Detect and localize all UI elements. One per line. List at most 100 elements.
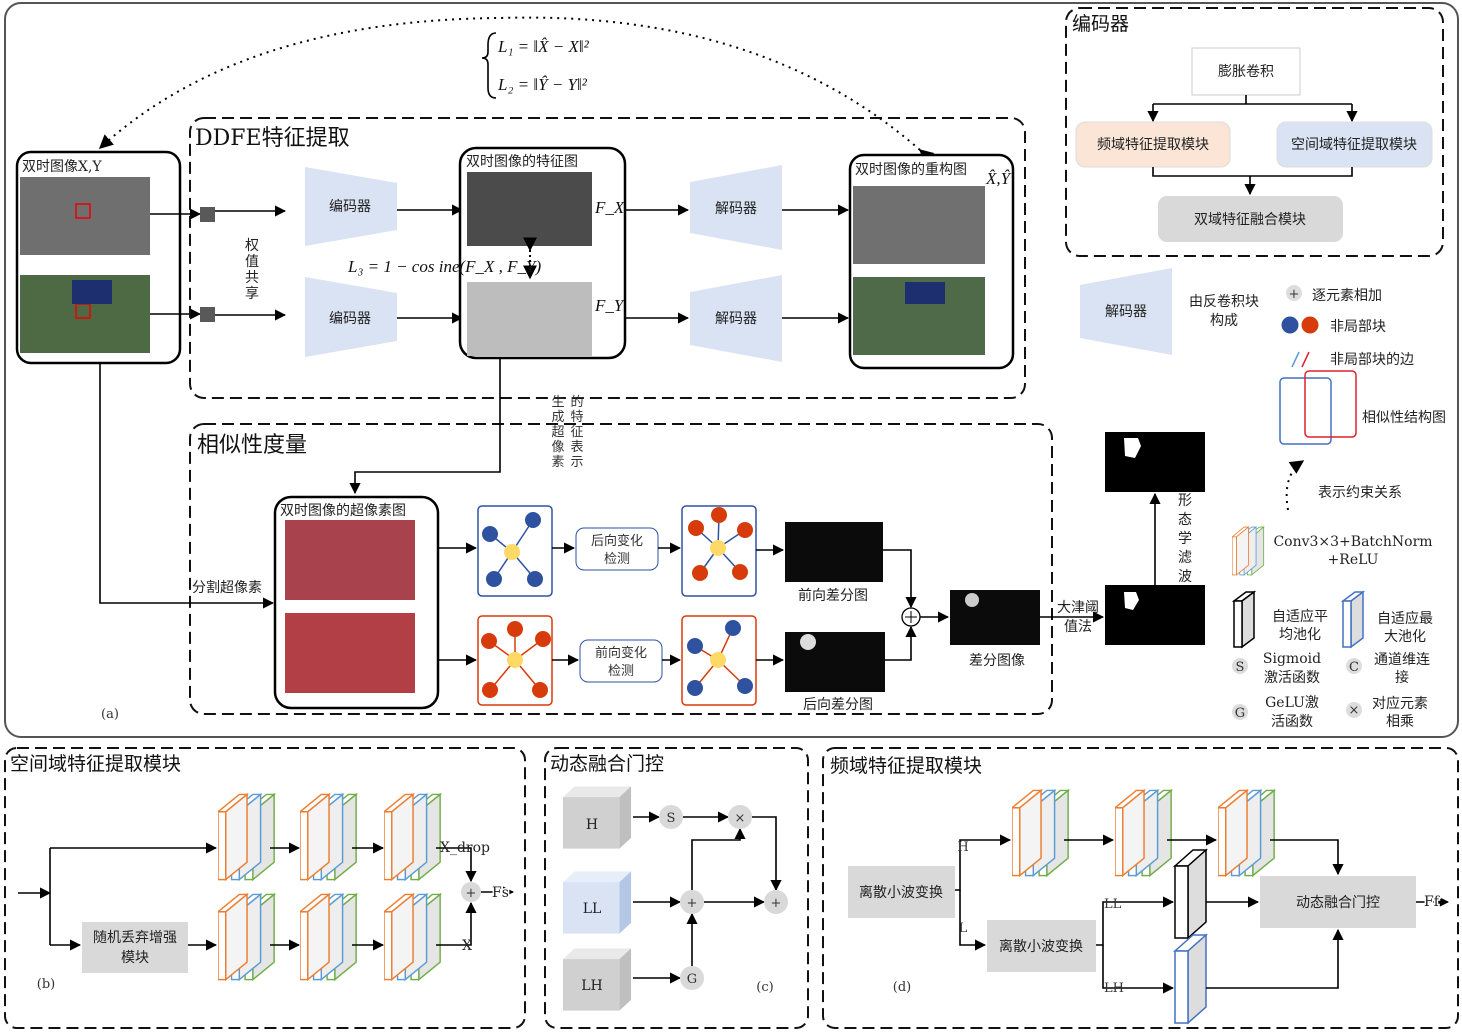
legend: 解码器 由反卷积块 构成 + 逐元素相加 非局部块 非局部块的边 相似性结构图 … bbox=[1080, 268, 1446, 730]
dilated-conv-label: 膨胀卷积 bbox=[1218, 63, 1274, 80]
conv-block-b6 bbox=[384, 893, 441, 981]
dropout-label-2: 模块 bbox=[121, 950, 149, 966]
freq-module-label: 频域特征提取模块 bbox=[1097, 137, 1209, 153]
encoder-detail-title: 编码器 bbox=[1072, 13, 1129, 35]
superpixel-box-title: 双时图像的超像素图 bbox=[280, 503, 406, 519]
svg-text:激活函数: 激活函数 bbox=[1264, 669, 1320, 686]
svg-text:权: 权 bbox=[245, 238, 259, 254]
svg-text:态: 态 bbox=[1178, 512, 1192, 528]
dynamic-fusion-gate-label: 动态融合门控 bbox=[1296, 895, 1380, 911]
backward-diff-image bbox=[785, 632, 885, 692]
decoder-legend-icon bbox=[1080, 268, 1172, 355]
svg-text:对应元素: 对应元素 bbox=[1372, 695, 1428, 712]
conv-block-d3 bbox=[1218, 789, 1275, 877]
dwt-box-2 bbox=[987, 920, 1096, 972]
svg-text:由反卷积块: 由反卷积块 bbox=[1189, 294, 1259, 310]
add-symbol-1: + bbox=[687, 896, 698, 911]
svg-text:波: 波 bbox=[1178, 569, 1192, 585]
superpixel-features-label: 生 成 超 像 素 的 特 征 表 示 bbox=[551, 394, 583, 470]
add-symbol-2: + bbox=[771, 896, 782, 911]
svg-text:Conv3×3+BatchNorm: Conv3×3+BatchNorm bbox=[1273, 534, 1432, 550]
sigmoid-symbol: S bbox=[667, 811, 676, 826]
svg-text:非局部块: 非局部块 bbox=[1330, 319, 1386, 335]
forward-detect-label-2: 检测 bbox=[608, 664, 634, 679]
blue-node-icon bbox=[1281, 316, 1299, 334]
multiply-node bbox=[728, 805, 752, 829]
feature-map-x bbox=[467, 172, 592, 246]
reconstructed-x bbox=[853, 186, 985, 264]
gelu-node bbox=[680, 966, 704, 990]
max-pool-legend-icon bbox=[1340, 590, 1366, 649]
ll-label: LL bbox=[583, 901, 602, 917]
svg-text:共: 共 bbox=[245, 270, 259, 286]
svg-text:相似性结构图: 相似性结构图 bbox=[1362, 410, 1446, 426]
svg-text:GeLU激: GeLU激 bbox=[1265, 694, 1319, 711]
encoder-x-label: 编码器 bbox=[329, 199, 371, 215]
svg-text:值: 值 bbox=[245, 254, 259, 270]
spatial-module-label: 空间域特征提取模块 bbox=[1291, 137, 1417, 153]
otsu-label-2: 值法 bbox=[1064, 619, 1092, 635]
decoder-x bbox=[690, 165, 782, 250]
svg-text:学: 学 bbox=[1178, 531, 1192, 547]
image-x bbox=[20, 177, 150, 255]
forward-diff-image bbox=[785, 522, 883, 582]
add-node-2 bbox=[764, 890, 788, 914]
svg-text:大池化: 大池化 bbox=[1384, 629, 1426, 645]
dropout-label-1: 随机丢弃增强 bbox=[93, 930, 177, 946]
loss-l2: L₂ = ‖Ŷ − Y‖² bbox=[497, 75, 588, 94]
encoder-x bbox=[305, 167, 397, 246]
svg-text:滤: 滤 bbox=[1178, 550, 1192, 566]
h-label: H bbox=[586, 817, 598, 833]
multiply-symbol: × bbox=[735, 811, 746, 826]
fs-output-label: Fs bbox=[492, 885, 509, 901]
superpixel-image-y bbox=[285, 613, 415, 693]
red-edge-icon bbox=[1301, 351, 1310, 368]
weight-sharing-label: 权 值 共 享 bbox=[245, 238, 259, 302]
panel-c-title: 动态融合门控 bbox=[550, 753, 664, 775]
panel-c-label: (c) bbox=[756, 980, 773, 995]
x-label: X bbox=[462, 938, 472, 954]
concat-legend-icon bbox=[1346, 658, 1362, 674]
ll-branch-label: LL bbox=[1104, 897, 1122, 912]
svg-text:超: 超 bbox=[551, 425, 564, 440]
lh-label: LH bbox=[581, 978, 603, 994]
forward-detect-label-1: 前向变化 bbox=[595, 645, 647, 661]
graph-y bbox=[477, 615, 553, 706]
encoder-y-label: 编码器 bbox=[329, 311, 371, 327]
dwt-box-1 bbox=[848, 866, 955, 918]
conv-block-b5 bbox=[300, 893, 357, 981]
graph-x-mapped bbox=[681, 505, 757, 597]
add-legend-icon: + bbox=[1286, 285, 1302, 302]
difference-image-label: 差分图像 bbox=[969, 653, 1025, 669]
svg-text:解码器: 解码器 bbox=[1105, 304, 1147, 320]
svg-text:生: 生 bbox=[551, 395, 564, 410]
sigmoid-legend-icon bbox=[1232, 658, 1248, 674]
random-dropout-module bbox=[82, 922, 188, 973]
max-pool-block bbox=[1173, 933, 1208, 1025]
segment-superpixel-label: 分割超像素 bbox=[192, 579, 262, 596]
dwt-label-1: 离散小波变换 bbox=[859, 884, 943, 901]
dilated-conv-box bbox=[1191, 47, 1301, 96]
conv-legend-icon bbox=[1232, 526, 1265, 576]
svg-text:素: 素 bbox=[551, 455, 564, 470]
fusion-module-box bbox=[1158, 196, 1343, 242]
conv-block-b4 bbox=[218, 893, 275, 981]
svg-text:接: 接 bbox=[1395, 669, 1409, 686]
add-icon bbox=[901, 607, 921, 627]
ddfe-title: DDFE特征提取 bbox=[195, 126, 350, 151]
sigmoid-node bbox=[659, 805, 683, 829]
backward-detect-label-1: 后向变化 bbox=[591, 533, 643, 549]
svg-text:征: 征 bbox=[570, 425, 583, 440]
svg-text:+ReLU: +ReLU bbox=[1328, 552, 1379, 568]
svg-text:示: 示 bbox=[570, 455, 583, 470]
forward-diff-label: 前向差分图 bbox=[798, 587, 868, 604]
superpixel-image-x bbox=[285, 520, 415, 600]
constraint-legend-icon bbox=[1285, 460, 1305, 511]
backward-detect-label-2: 检测 bbox=[604, 552, 630, 567]
fy-label: F_Y bbox=[594, 296, 625, 315]
ddfe-section bbox=[189, 117, 1026, 399]
svg-text:×: × bbox=[1349, 703, 1360, 718]
similarity-title: 相似性度量 bbox=[197, 433, 307, 458]
final-change-map bbox=[1105, 432, 1205, 492]
